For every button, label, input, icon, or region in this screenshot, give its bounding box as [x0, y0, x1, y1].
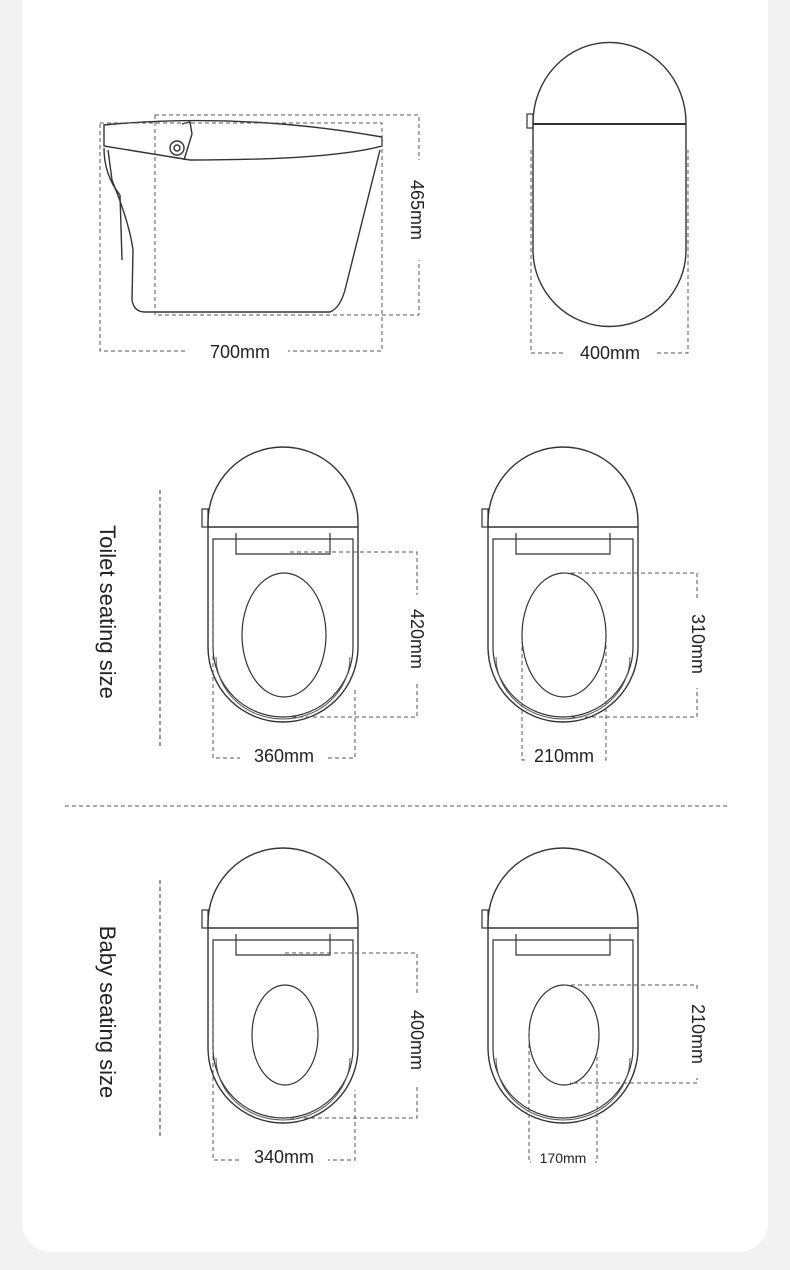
side-height-label: 465mm: [407, 180, 427, 240]
baby-seat-width-label: 340mm: [254, 1147, 314, 1167]
toilet-opening-width-label: 210mm: [534, 746, 594, 766]
toilet-seating-section: Toilet seating size 360mm 420mm 210mm: [95, 446, 710, 767]
baby-seating-section: Baby seating size 340mm 400mm 170mm: [95, 847, 710, 1168]
baby-opening-drawing: 170mm 210mm: [481, 847, 710, 1168]
toilet-opening-length-label: 310mm: [688, 614, 708, 674]
toilet-section-title: Toilet seating size: [95, 525, 120, 699]
baby-opening-length-label: 210mm: [688, 1004, 708, 1064]
toilet-seat-width-label: 360mm: [254, 746, 314, 766]
baby-seat-length-label: 400mm: [407, 1010, 427, 1070]
content-card: [22, 0, 768, 1252]
baby-opening-width-label: 170mm: [540, 1150, 587, 1166]
top-view-drawing: 400mm: [526, 41, 689, 365]
side-view-drawing: 700mm 465mm: [99, 114, 433, 364]
toilet-opening-drawing: 210mm 310mm: [481, 446, 710, 767]
toilet-seat-length-label: 420mm: [407, 609, 427, 669]
top-width-label: 400mm: [580, 343, 640, 363]
side-depth-label: 700mm: [210, 342, 270, 362]
toilet-seat-drawing: 360mm 420mm: [201, 446, 430, 767]
baby-section-title: Baby seating size: [95, 926, 120, 1098]
baby-seat-drawing: 340mm 400mm: [201, 847, 430, 1168]
